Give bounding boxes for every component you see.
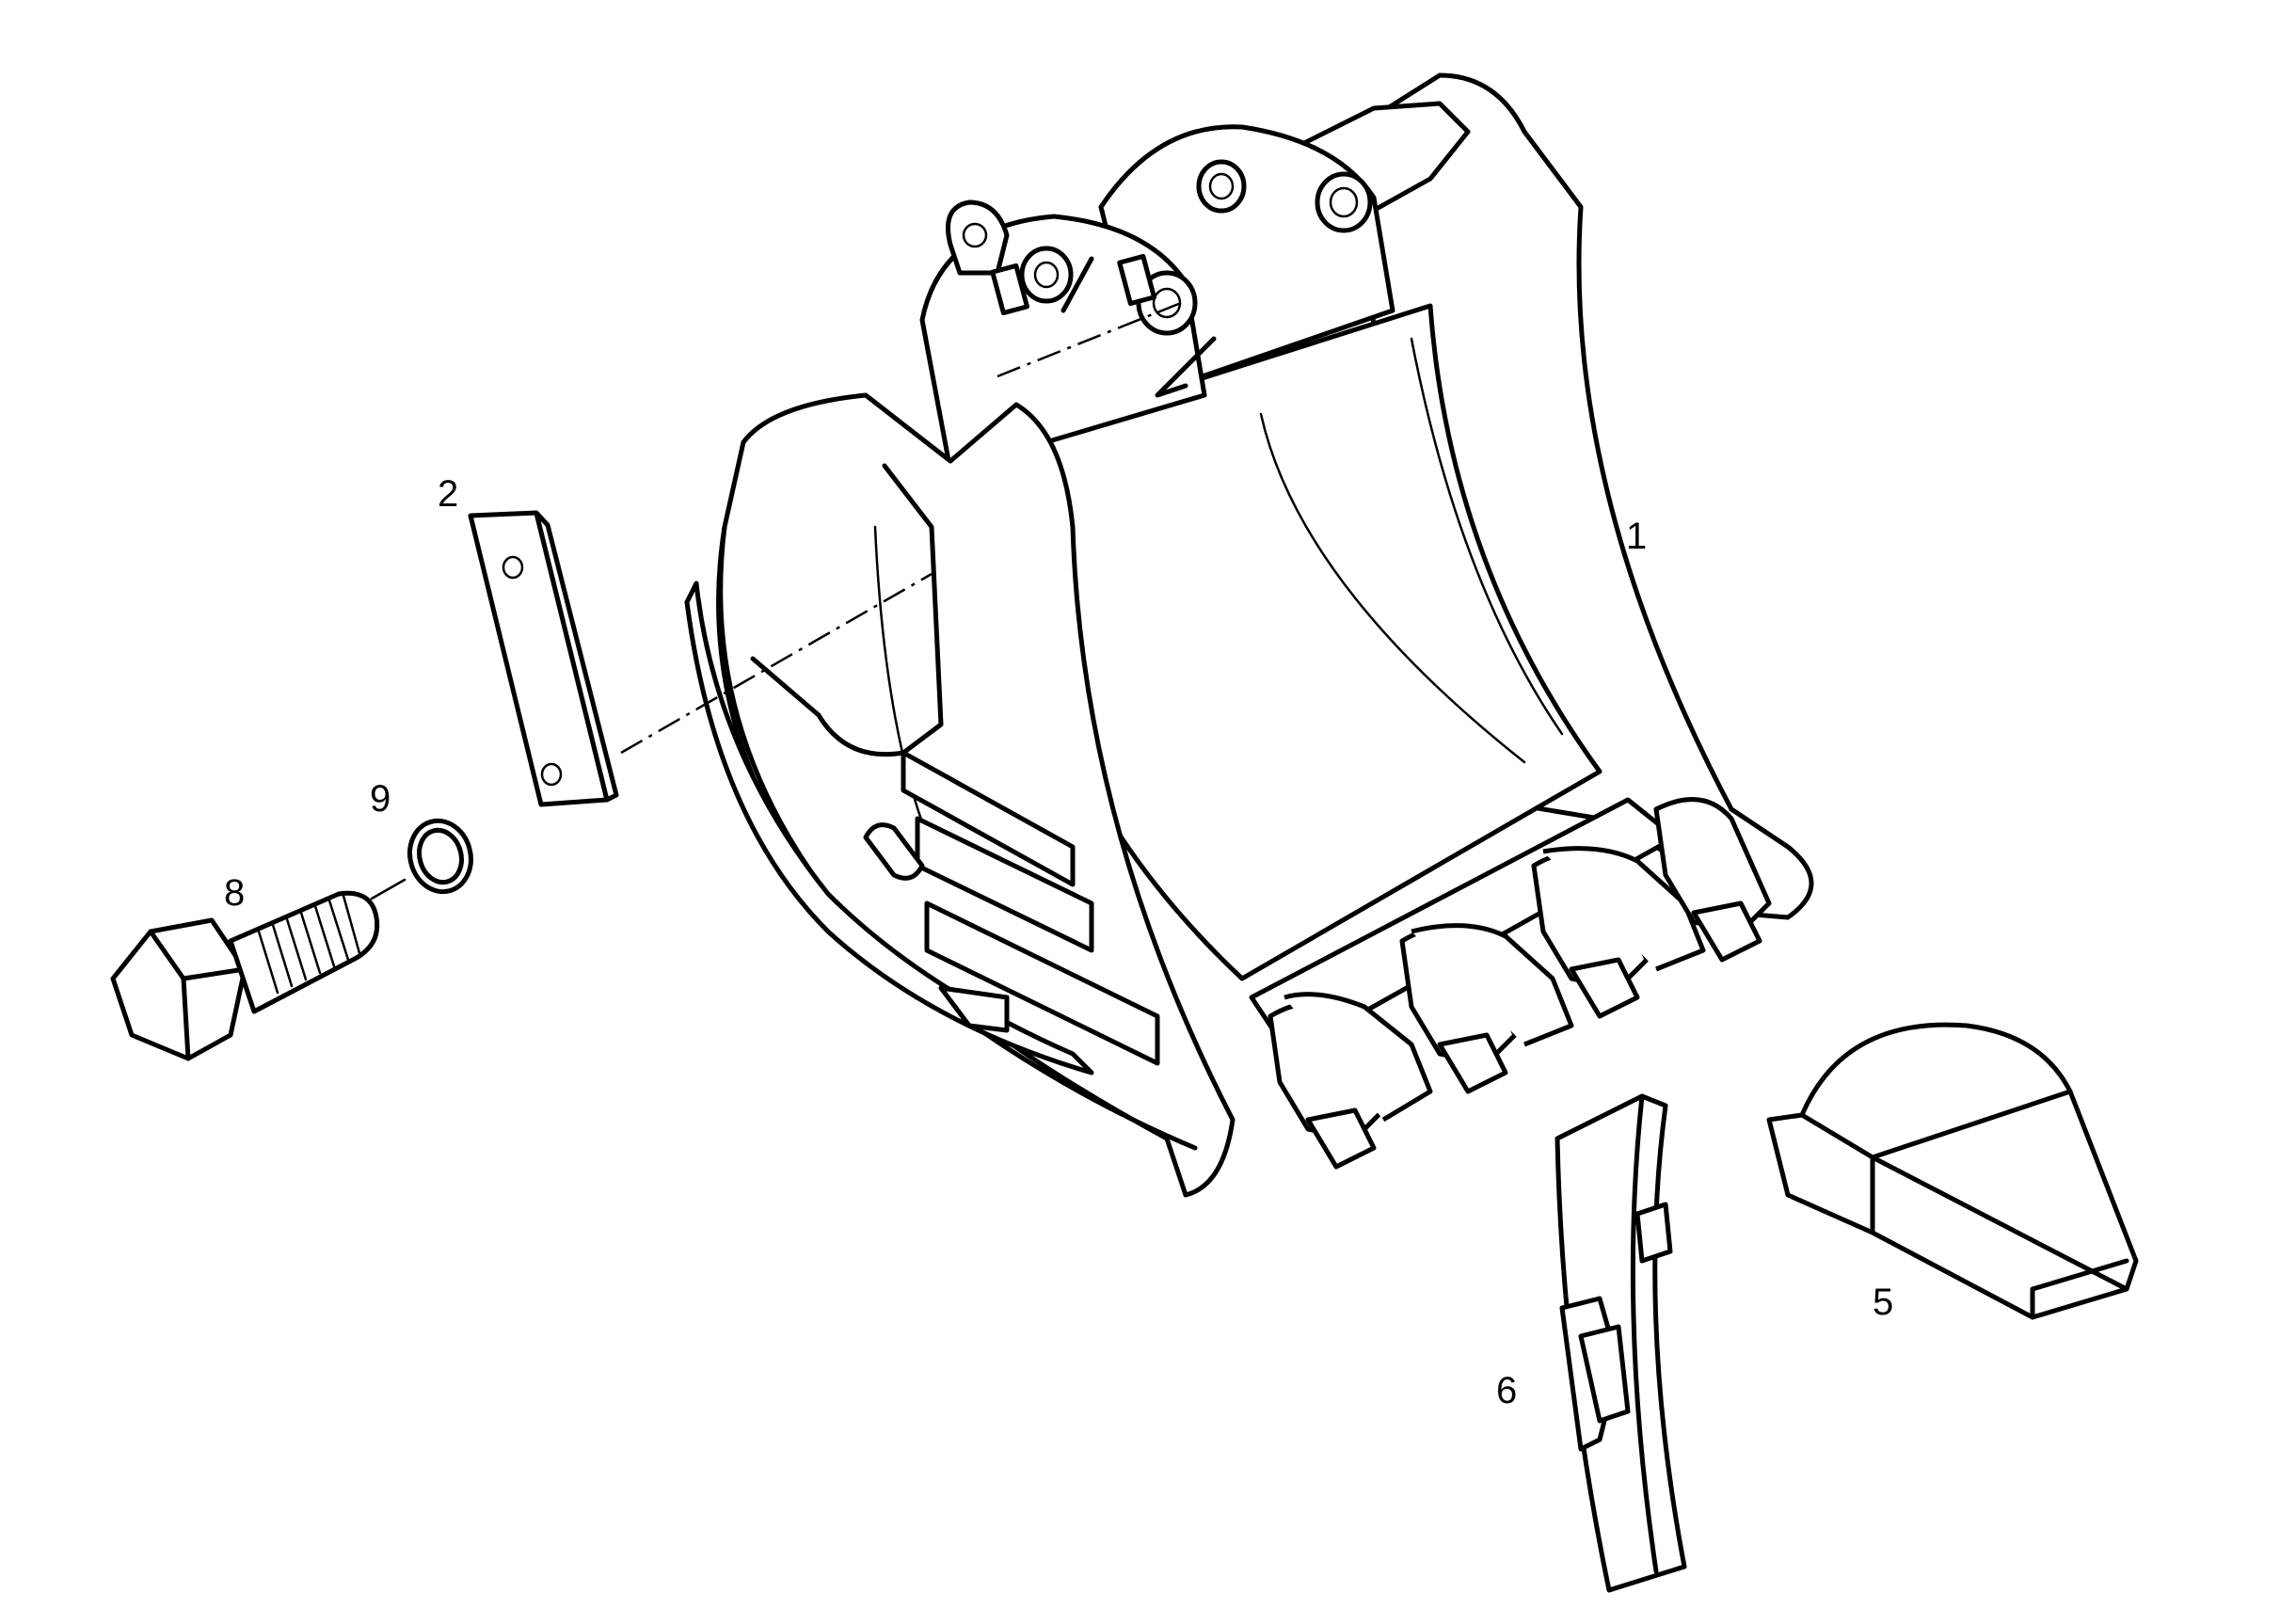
callout-9: 9 [370, 778, 391, 820]
bolt-part [110, 890, 380, 1061]
callout-8: 8 [224, 872, 245, 914]
washer-part [370, 818, 473, 900]
assembly-line [620, 572, 933, 755]
callout-5: 5 [1873, 1282, 1893, 1323]
plate-part [468, 510, 619, 807]
assembly-line-upper [997, 299, 1187, 378]
callout-6: 6 [1496, 1370, 1517, 1411]
callout-1: 1 [1626, 516, 1647, 557]
callout-2: 2 [438, 473, 458, 515]
tooth-adapter-part [1555, 1093, 1687, 1593]
bucket-teeth [1268, 797, 1772, 1170]
tooth-tip-part [1766, 1022, 2139, 1320]
bucket-body [684, 72, 1814, 1198]
